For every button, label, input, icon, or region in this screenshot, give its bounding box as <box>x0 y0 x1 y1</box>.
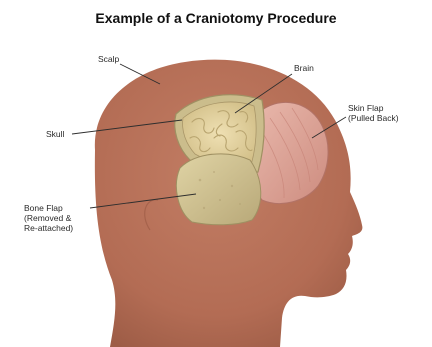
brain-label: Brain <box>294 63 314 73</box>
bone-flap-label-line-1: Bone Flap <box>24 203 73 213</box>
skull-label: Skull <box>46 129 64 139</box>
bone-flap-label-line-3: Re-attached) <box>24 223 73 233</box>
skin-flap-label-line-1: Skin Flap <box>348 103 399 113</box>
bone-flap-label: Bone Flap (Removed & Re-attached) <box>24 203 73 233</box>
skin-flap-label-line-2: (Pulled Back) <box>348 113 399 123</box>
scalp-label: Scalp <box>98 54 119 64</box>
skin-flap-label: Skin Flap (Pulled Back) <box>348 103 399 123</box>
bone-flap <box>176 154 260 225</box>
bone-flap-label-line-2: (Removed & <box>24 213 73 223</box>
